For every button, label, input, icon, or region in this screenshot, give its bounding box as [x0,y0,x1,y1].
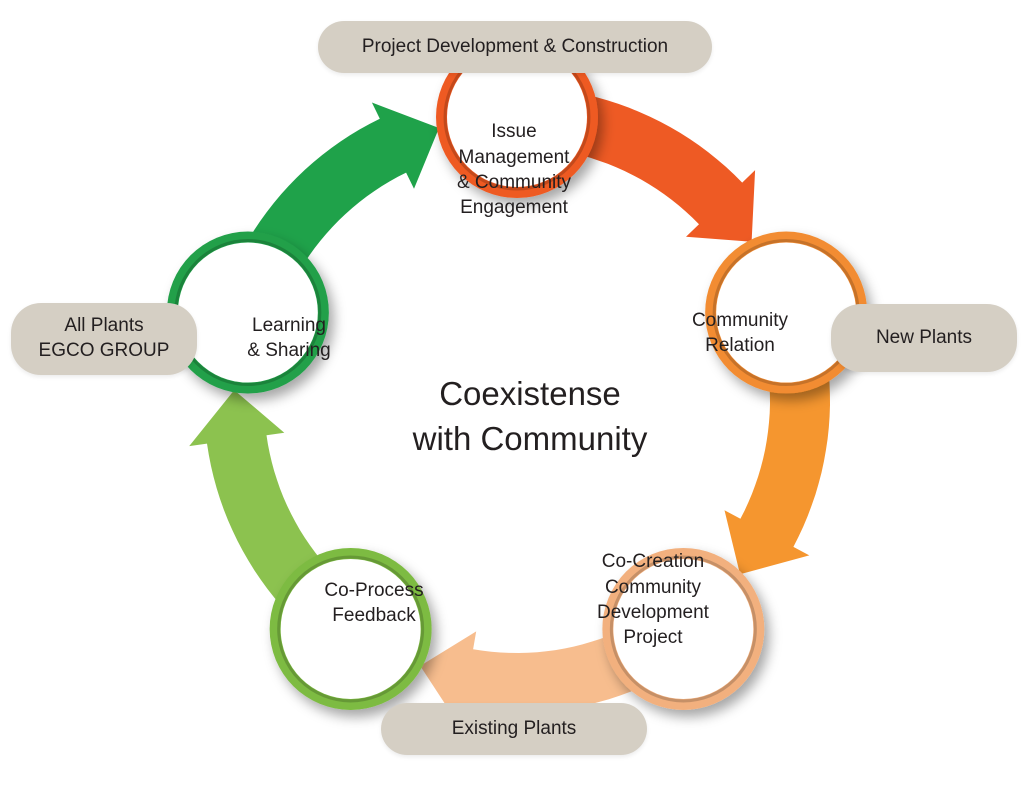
center-title: Coexistense with Community [412,375,648,457]
phase-label: All Plants EGCO GROUP [38,315,170,361]
phase-new-plants: New Plants [831,304,1017,372]
phase-project-development: Project Development & Construction [318,21,712,73]
stage-issue-management-label: Issue Management & Community Engagement [456,121,572,219]
phase-all-plants: All Plants EGCO GROUP [11,303,197,375]
phase-label: Project Development & Construction [361,35,669,57]
stage-learning-sharing-label: Learning & Sharing [247,314,331,361]
phase-label: New Plants [875,326,973,348]
stage-issue-management [436,36,598,198]
stage-community-relation-label: Community Relation [691,309,789,356]
stage-community-relation [705,231,868,394]
stage-ring-edge [609,555,757,703]
stage-co-creation-label: Co-Creation Community Development Projec… [597,551,709,649]
stage-co-process-feedback [269,547,432,710]
stage-disc [447,47,587,187]
phase-label: Existing Plants [451,717,577,739]
phase-existing-plants: Existing Plants [381,703,647,755]
stage-disc [613,558,754,699]
cycle-nodes [166,36,868,710]
stage-learning-sharing [166,231,329,394]
stage-co-process-feedback-label: Co-Process Feedback [324,579,424,626]
stage-disc [280,558,421,699]
stage-disc [716,242,857,383]
stage-disc [177,242,318,383]
stage-ring-edge [277,555,425,703]
stage-co-creation [602,547,765,710]
